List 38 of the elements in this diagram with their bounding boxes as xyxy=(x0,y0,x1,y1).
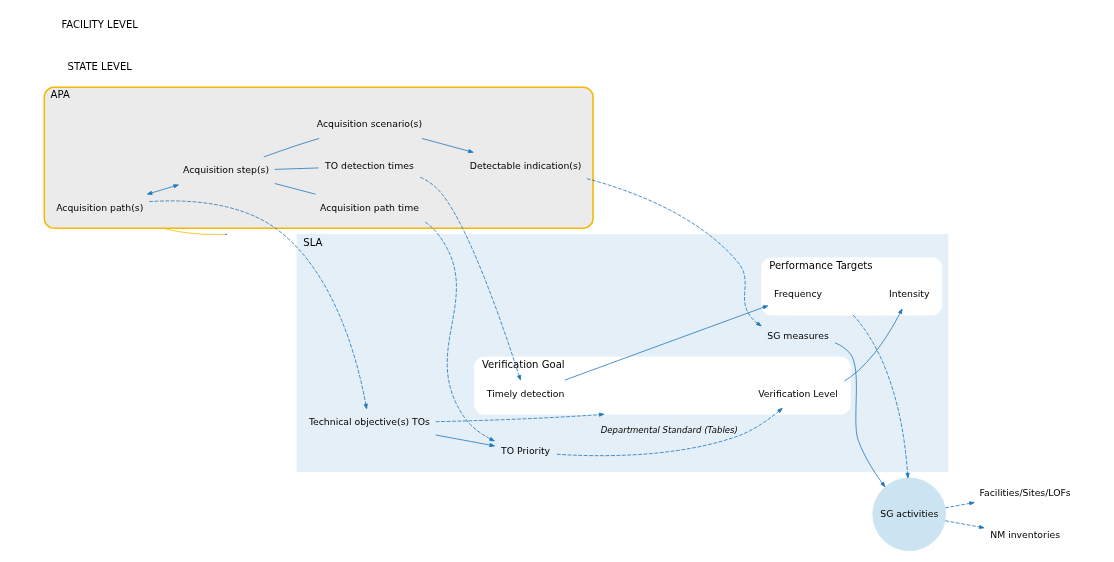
node-text: Verification Level xyxy=(758,387,838,399)
edge-label: Departmental Standard (Tables) xyxy=(600,424,738,435)
node-text: Frequency xyxy=(774,288,823,300)
arrow xyxy=(421,138,474,154)
node-text: Timely detection xyxy=(486,387,565,399)
node-text: TO detection times xyxy=(325,159,414,171)
node-text: Acquisition step(s) xyxy=(183,164,270,176)
node-text: TO Priority xyxy=(501,444,551,456)
arrow xyxy=(586,178,762,327)
arrow xyxy=(424,221,495,442)
connector xyxy=(162,227,226,235)
node-text: Intensity xyxy=(889,288,930,300)
connector xyxy=(274,183,316,195)
arrow xyxy=(852,314,910,479)
node-text: NM inventories xyxy=(990,528,1061,540)
arrow xyxy=(834,342,886,488)
arrow xyxy=(419,176,521,381)
node-text: Facilities/Sites/LOFs xyxy=(979,486,1071,498)
arrow xyxy=(146,184,179,195)
node-text: Acquisition path(s) xyxy=(56,201,144,213)
node-text: SG measures xyxy=(767,330,829,342)
arrow xyxy=(148,200,368,410)
node-circle: SG activities xyxy=(872,477,947,552)
arrow xyxy=(435,434,495,448)
label: FACILITY LEVEL xyxy=(61,18,138,30)
arrow xyxy=(556,407,783,457)
arrow xyxy=(944,520,985,529)
arrow xyxy=(944,501,975,509)
connector xyxy=(274,167,319,170)
arrow xyxy=(564,305,769,381)
arrow xyxy=(843,308,903,382)
connector xyxy=(263,138,320,158)
node-text: Acquisition scenario(s) xyxy=(316,117,423,129)
node-text: Acquisition path time xyxy=(319,201,419,213)
arrow xyxy=(435,412,605,423)
label: STATE LEVEL xyxy=(67,60,132,72)
node-text: Technical objective(s) TOs xyxy=(308,416,430,428)
node-text: Detectable indication(s) xyxy=(469,159,582,171)
